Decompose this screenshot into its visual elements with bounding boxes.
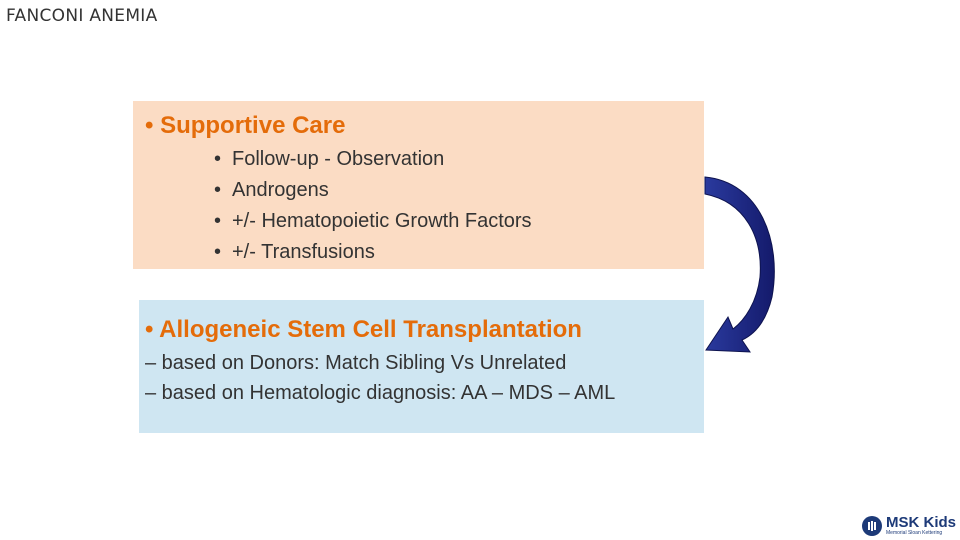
list-item: Androgens xyxy=(214,175,532,206)
slide-title: FANCONI ANEMIA xyxy=(6,6,158,26)
msk-kids-logo: MSK Kids Memorial Sloan Kettering xyxy=(862,511,960,540)
supportive-care-list: Follow-up - Observation Androgens +/- He… xyxy=(214,144,532,268)
curved-arrow-icon xyxy=(704,176,775,353)
transplant-diagnosis-line: – based on Hematologic diagnosis: AA – M… xyxy=(145,382,616,404)
list-item: Follow-up - Observation xyxy=(214,144,532,175)
logo-name: MSK Kids xyxy=(886,514,957,531)
transplant-box: • Allogeneic Stem Cell Transplantation –… xyxy=(139,300,704,433)
msk-logo-icon xyxy=(862,515,882,536)
logo-subtitle: Memorial Sloan Kettering xyxy=(886,530,943,536)
supportive-care-heading: • Supportive Care xyxy=(145,112,346,139)
list-item: +/- Transfusions xyxy=(214,237,532,268)
list-item: +/- Hematopoietic Growth Factors xyxy=(214,206,532,237)
transplant-donor-line: – based on Donors: Match Sibling Vs Unre… xyxy=(145,352,567,374)
supportive-care-box: • Supportive Care Follow-up - Observatio… xyxy=(133,101,704,269)
transplant-heading: • Allogeneic Stem Cell Transplantation xyxy=(145,316,582,343)
